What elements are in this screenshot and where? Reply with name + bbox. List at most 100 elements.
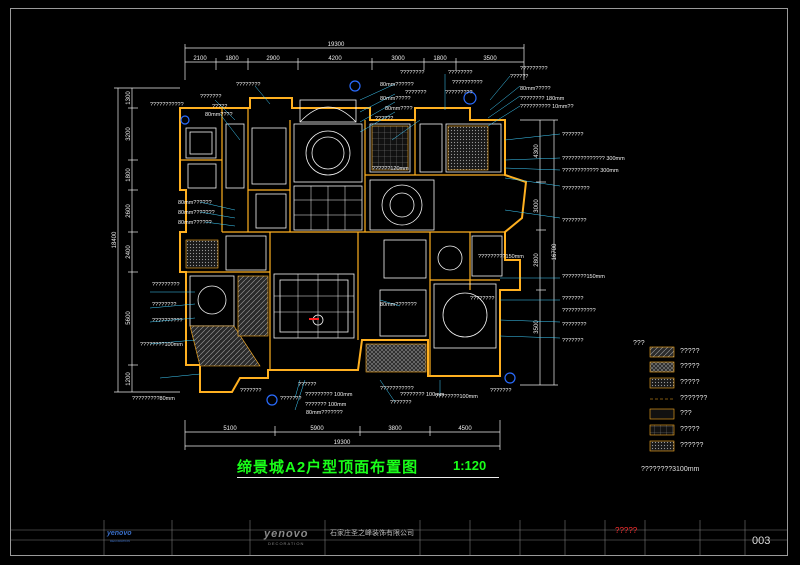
left-dimension-labels: 1300 3200 1800 2600 2400 5600 1200 [126, 91, 132, 386]
dim-left-2: 3200 [126, 127, 132, 141]
callout-8: ?????? [375, 116, 393, 122]
interior-walls [180, 108, 505, 376]
callout-52: ??????120mm [372, 166, 409, 172]
brand-subtitle: DECORATION [268, 541, 305, 546]
dim-left-4: 2600 [126, 204, 132, 218]
callout-47: ?????? [298, 382, 316, 388]
accent-marks [180, 80, 516, 406]
legend-label-5: ??? [680, 410, 692, 417]
callout-36: ??????? [562, 338, 583, 344]
callout-26: 80mm??????? [178, 210, 215, 216]
legend-label-4: ??????? [680, 395, 708, 402]
callout-19: ??????? [562, 132, 583, 138]
dim-left-1: 1300 [126, 91, 132, 105]
callout-6: 80mm????? [380, 96, 411, 102]
callout-35: ???????? [562, 322, 586, 328]
callout-15: ????????? [520, 66, 548, 72]
legend-swatch-5 [649, 408, 675, 420]
callout-27: 80mm?????? [178, 220, 212, 226]
legend-footer: ????????3100mm [641, 466, 700, 473]
legend-swatch-1 [649, 346, 675, 358]
sheet-number: 003 [752, 535, 771, 547]
bottom-overall-dimension: 19300 [334, 440, 351, 446]
dim-left-6: 5600 [126, 311, 132, 325]
callout-2: ??????? [200, 94, 221, 100]
dim-right-1: 4300 [534, 144, 540, 158]
legend-swatch-3 [649, 377, 675, 389]
callout-40: ?????????80mm [132, 396, 175, 402]
bottom-dimension-labels: 5100 5900 3800 4500 [223, 426, 472, 432]
brand-logo: yenovo [264, 528, 309, 540]
dim-top-3: 2900 [266, 56, 280, 62]
right-dimension-chain [520, 119, 558, 386]
callout-10: ???????? [400, 70, 424, 76]
hatched-areas [185, 125, 489, 373]
dim-bottom-3: 3800 [388, 426, 402, 432]
callout-13: ??????? [405, 90, 426, 96]
company-name: 石家庄圣之峰装饰有限公司 [330, 530, 414, 537]
callout-4: 80mm???? [205, 112, 233, 118]
callout-5: 80mm?????? [380, 82, 414, 88]
legend-header: ??? [633, 340, 645, 347]
callout-41: ??????? [490, 388, 511, 394]
legend-swatches [649, 346, 675, 452]
callout-22: ????????? [562, 186, 590, 192]
legend-swatch-7 [649, 440, 675, 452]
callout-16: 80mm????? [520, 86, 551, 92]
callout-21: ???????????? 300mm [562, 168, 619, 174]
callout-11: ?????????? [452, 80, 483, 86]
plan-title: 缔景城A2户型顶面布置图 [237, 459, 419, 476]
callout-30: ????????? [152, 282, 180, 288]
dim-top-1: 2100 [193, 56, 207, 62]
callout-24: ??????????? [150, 102, 184, 108]
callout-32: ?????????? [152, 318, 183, 324]
callout-37: ???????? [470, 296, 494, 302]
dim-top-5: 3000 [391, 56, 405, 62]
legend-label-2: ????? [680, 363, 700, 370]
callout-46: ????????? 100mm [305, 392, 353, 398]
legend-label-3: ????? [680, 379, 700, 386]
callout-23: ???????? [562, 218, 586, 224]
legend-label-7: ?????? [680, 442, 704, 449]
left-overall-dimension: 18400 [112, 231, 118, 248]
callout-38: ??????????? [562, 308, 596, 314]
dim-right-4: 3500 [534, 320, 540, 334]
dim-left-7: 1200 [126, 372, 132, 386]
callout-texts: ???????? ??????? ????? 80mm???? 80mm????… [132, 66, 625, 416]
title-block-lines [10, 520, 788, 556]
sheet-title-placeholder: ????? [615, 526, 638, 535]
callout-50: ??????? 100mm [305, 402, 347, 408]
legend-label-1: ????? [680, 348, 700, 355]
legend-label-6: ????? [680, 426, 700, 433]
callout-leaders [149, 74, 561, 411]
callout-25: 80mm?????? [178, 200, 212, 206]
dim-top-2: 1800 [225, 56, 239, 62]
callout-7: 80mm???? [385, 106, 413, 112]
callout-39: ????????100mm [140, 342, 183, 348]
plan-scale: 1:120 [453, 458, 487, 473]
dim-top-7: 3500 [483, 56, 497, 62]
dim-right-2: 3000 [534, 199, 540, 213]
title-block-logo: yenovo [107, 530, 132, 537]
callout-33: ??????? [562, 296, 583, 302]
callout-48: ??????? [240, 388, 261, 394]
callout-45: ??????????? [380, 386, 414, 392]
callout-17: ???????? 180mm [520, 96, 565, 102]
top-dimension-labels: 2100 1800 2900 4200 3000 1800 3500 [193, 56, 497, 62]
top-overall-dimension: 19300 [328, 42, 345, 48]
title-block-logo-sub: DECORATION [110, 539, 130, 543]
callout-14: ?????? [510, 74, 528, 80]
dim-bottom-1: 5100 [223, 426, 237, 432]
left-dimension-chain [114, 87, 180, 393]
dim-left-5: 2400 [126, 245, 132, 259]
top-dimension-chain [184, 44, 525, 80]
callout-49: ??????? [280, 396, 301, 402]
callout-29: ????????150mm [562, 274, 605, 280]
legend-swatch-6 [649, 424, 675, 436]
callout-51: ???????? 100mm [400, 392, 445, 398]
right-overall-dimension: 16700 [552, 243, 558, 260]
dim-left-3: 1800 [126, 168, 132, 182]
callout-12: ????????? [445, 90, 473, 96]
ceiling-light-grid [274, 186, 362, 338]
